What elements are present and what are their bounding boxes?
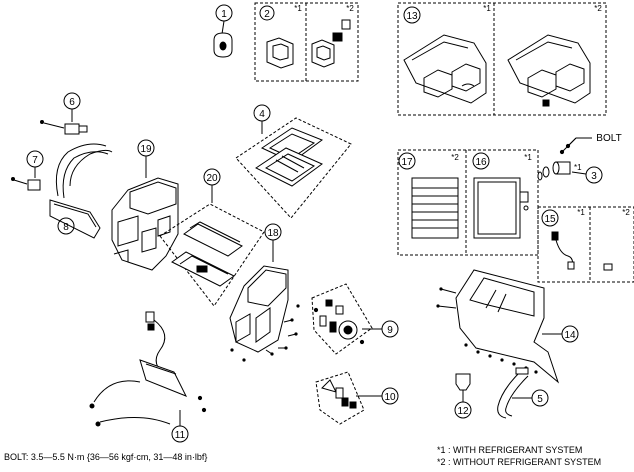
part-8-heater-core: 8 <box>49 143 113 239</box>
part-1-grommet: 1 <box>213 4 233 58</box>
svg-text:19: 19 <box>140 144 152 155</box>
svg-text:*1: *1 <box>577 208 585 217</box>
part-4-box: 4 <box>235 104 352 219</box>
part-16-17-box: 17 *2 16 *1 <box>397 149 539 256</box>
svg-text:*1: *1 <box>483 4 491 13</box>
part-10-box: 10 <box>315 371 399 425</box>
svg-text:*1: *1 <box>524 153 532 162</box>
footnote-2: *2 : WITHOUT REFRIGERANT SYSTEM <box>437 457 602 467</box>
svg-text:14: 14 <box>564 330 576 341</box>
svg-text:4: 4 <box>259 109 265 120</box>
svg-text:*1: *1 <box>574 163 582 172</box>
svg-text:5: 5 <box>537 394 543 405</box>
part-5-drain-hose: 5 <box>497 367 549 419</box>
svg-text:10: 10 <box>384 392 396 403</box>
svg-text:20: 20 <box>206 173 218 184</box>
footnote-1: *1 : WITH REFRIGERANT SYSTEM <box>437 445 583 455</box>
svg-text:6: 6 <box>69 97 75 108</box>
svg-text:15: 15 <box>544 214 556 225</box>
svg-text:3: 3 <box>591 171 597 182</box>
svg-text:18: 18 <box>267 228 279 239</box>
part-13-box: 13 *1 *2 <box>397 2 607 116</box>
svg-text:*1: *1 <box>294 4 302 13</box>
svg-text:17: 17 <box>401 157 413 168</box>
part-20-box: 20 <box>159 168 265 307</box>
svg-text:*2: *2 <box>346 4 354 13</box>
svg-text:*2: *2 <box>451 153 459 162</box>
part-19-unit-case: 19 <box>111 139 179 271</box>
svg-text:7: 7 <box>32 155 38 166</box>
part-15-box: 15 *1 *2 <box>537 206 634 283</box>
part-3-resistor: BOLT *1 3 <box>537 133 622 184</box>
part-7-clip: 7 <box>11 150 44 191</box>
part-12-drain-plug: 12 <box>454 373 472 419</box>
part-18-unit-case: 18 <box>229 223 300 362</box>
part-6-clip: 6 <box>40 92 88 135</box>
torque-spec: BOLT: 3.5—5.5 N·m {36—56 kgf·cm, 31—48 i… <box>4 452 208 462</box>
svg-text:16: 16 <box>475 157 487 168</box>
svg-text:*2: *2 <box>594 4 602 13</box>
part-14-lower-case: 14 <box>436 269 579 384</box>
svg-text:13: 13 <box>406 11 418 22</box>
part-2-box: 2 *1 *2 <box>254 2 359 82</box>
svg-text:BOLT: BOLT <box>596 133 621 144</box>
svg-text:1: 1 <box>221 9 227 20</box>
part-11-wiring-harness: 11 <box>89 311 207 443</box>
svg-text:2: 2 <box>264 9 270 20</box>
svg-text:9: 9 <box>387 325 393 336</box>
svg-text:11: 11 <box>175 430 186 441</box>
svg-text:12: 12 <box>457 406 469 417</box>
svg-text:8: 8 <box>63 222 69 233</box>
svg-text:*2: *2 <box>622 208 630 217</box>
part-9-box: 9 <box>311 283 399 355</box>
